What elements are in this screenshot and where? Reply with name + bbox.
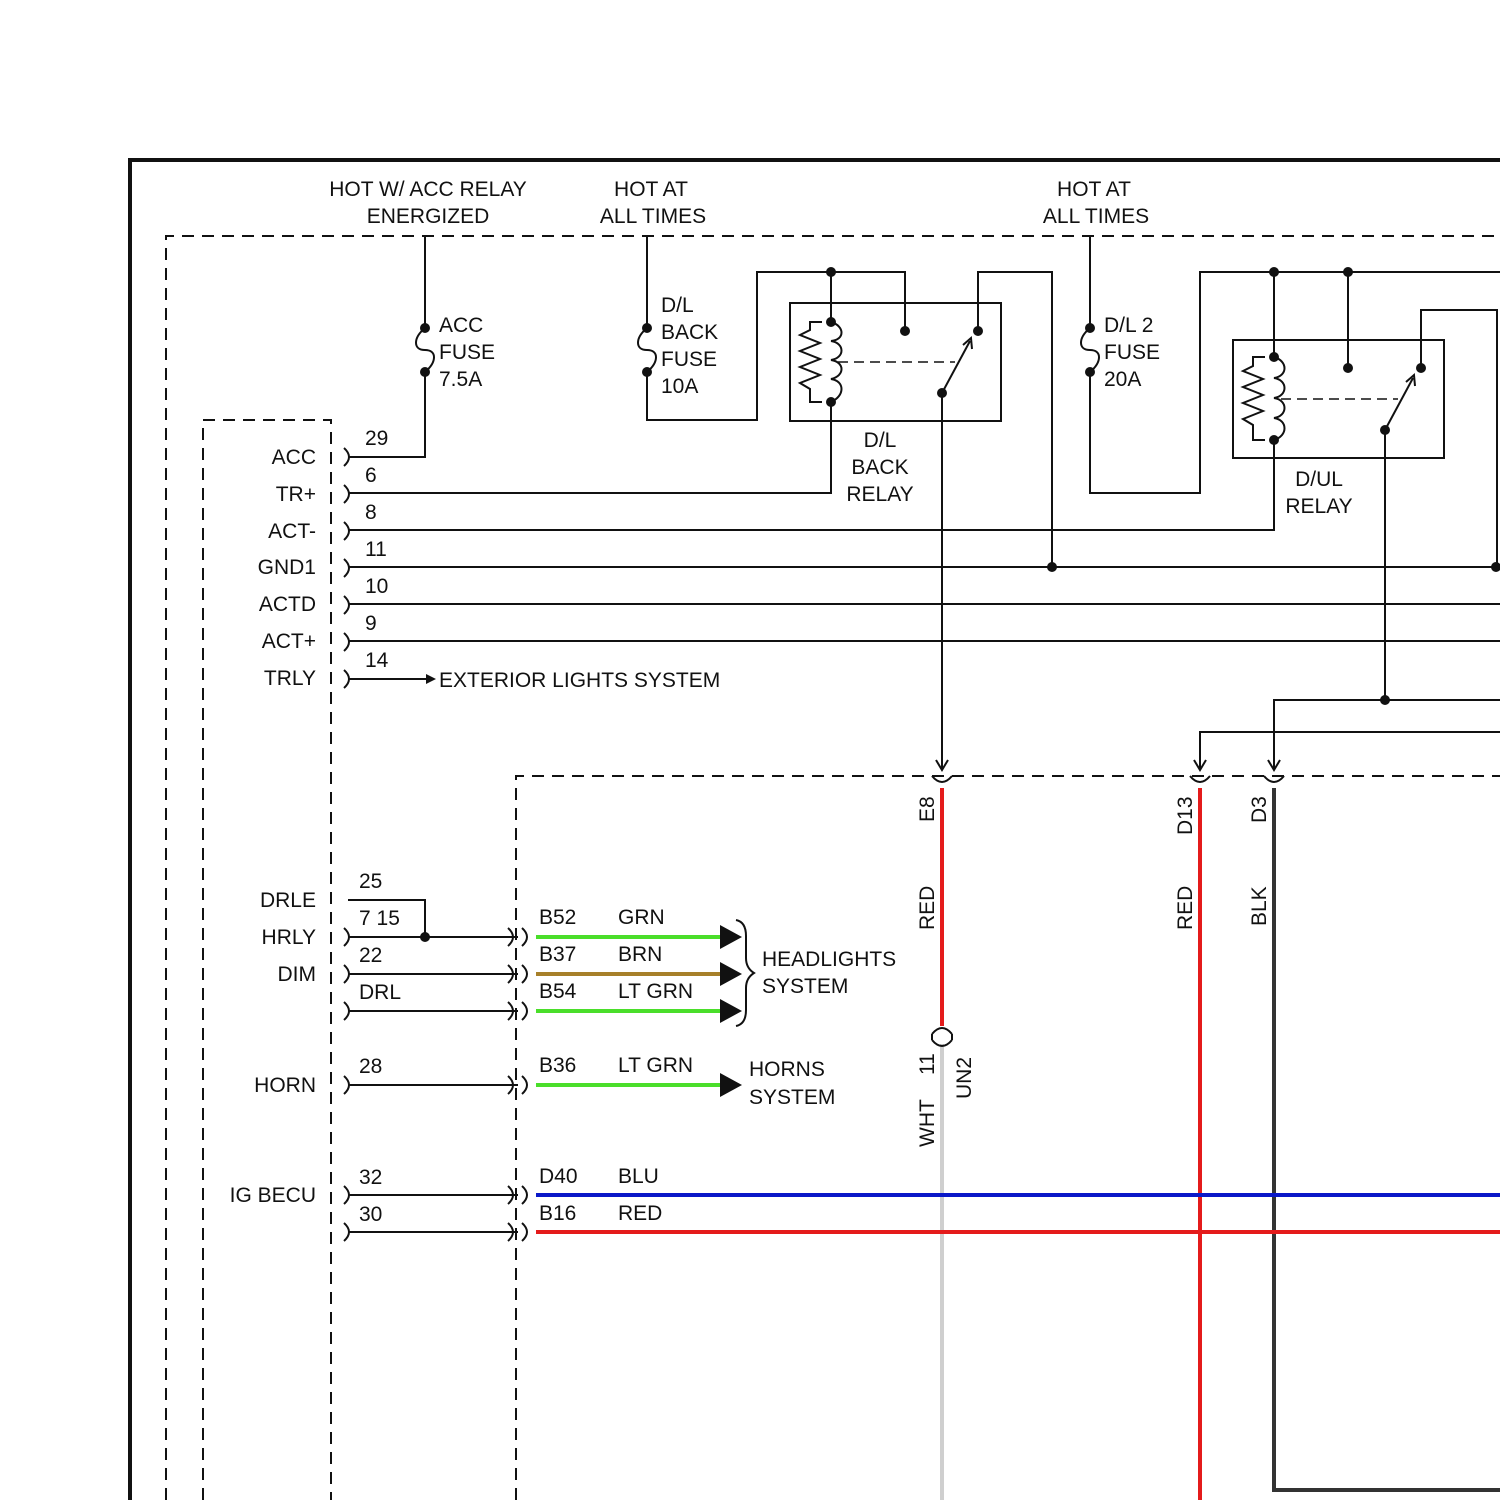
- dul-relay-label-2: RELAY: [1285, 495, 1352, 518]
- vertical-color-d3: BLK: [1248, 886, 1271, 926]
- headlight-color-3: LT GRN: [618, 980, 693, 1003]
- dl-back-fuse-label-2: BACK: [661, 321, 718, 344]
- wire-d3-blk: [1274, 788, 1500, 1490]
- pin-number-horn: 28: [359, 1055, 382, 1078]
- pin-name-act-plus: ACT+: [262, 630, 316, 653]
- exterior-lights-label: EXTERIOR LIGHTS SYSTEM: [439, 669, 720, 692]
- dl-back-relay-resistor: [800, 322, 822, 402]
- pin-number-ig-becu: 32: [359, 1166, 382, 1189]
- dl2-fuse-label-3: 20A: [1104, 368, 1141, 391]
- horn-arrow: [720, 1073, 742, 1097]
- supply-acc-line1: HOT W/ ACC RELAY: [329, 178, 527, 201]
- pin-number-acc: 29: [365, 427, 388, 450]
- pin-number-dim: 22: [359, 944, 382, 967]
- headlight-color-1: GRN: [618, 906, 665, 929]
- acc-fuse-label-2: FUSE: [439, 341, 495, 364]
- headlight-connector-1: B52: [539, 906, 576, 929]
- headlight-connector-2: B37: [539, 943, 576, 966]
- dul-relay-resistor: [1243, 357, 1265, 440]
- dl2-fuse-symbol: [1081, 328, 1099, 372]
- dl-back-relay-label-1: D/L: [864, 429, 897, 452]
- pin-name-hrly: HRLY: [262, 926, 316, 949]
- horns-label-2: SYSTEM: [749, 1086, 835, 1109]
- acc-fuse-label-3: 7.5A: [439, 368, 482, 391]
- module-pin-list: ACC 29 TR+ 6 ACT- 8 GND1 11 ACTD 10 ACT+…: [258, 427, 389, 690]
- supply-hot1-line2: ALL TIMES: [600, 205, 706, 228]
- ig-color-2: RED: [618, 1202, 662, 1225]
- module-boundary-bcm: [203, 420, 331, 1500]
- pin-name-actd: ACTD: [259, 593, 316, 616]
- module-boundary-ipdm: [516, 776, 1500, 1500]
- pin-name-act-minus: ACT-: [268, 520, 316, 543]
- un2-pin: 11: [916, 1053, 939, 1075]
- pin-number-ig-becu-2: 30: [359, 1203, 382, 1226]
- dl2-fuse-label-1: D/L 2: [1104, 314, 1153, 337]
- headlight-color-2: BRN: [618, 943, 662, 966]
- dl-back-relay-label-2: BACK: [851, 456, 908, 479]
- ig-connector-1: D40: [539, 1165, 578, 1188]
- pin-number-act-minus: 8: [365, 501, 377, 524]
- supply-hot2-line1: HOT AT: [1057, 178, 1131, 201]
- pin-name-trly: TRLY: [264, 667, 316, 690]
- pin-name-gnd1: GND1: [258, 556, 316, 579]
- ig-connector-2: B16: [539, 1202, 576, 1225]
- dl-back-fuse-label-1: D/L: [661, 294, 694, 317]
- pin-number-drle: 25: [359, 870, 382, 893]
- dl2-fuse-label-2: FUSE: [1104, 341, 1160, 364]
- vertical-connector-symbols: [932, 776, 1284, 1046]
- pin-name-drle: DRLE: [260, 889, 316, 912]
- headlights-label-1: HEADLIGHTS: [762, 948, 896, 971]
- pin-number-trly: 14: [365, 649, 389, 672]
- dl-back-relay-label-3: RELAY: [846, 483, 913, 506]
- pin-number-tr: 6: [365, 464, 377, 487]
- pin-number-drl: DRL: [359, 981, 401, 1004]
- pin-name-tr: TR+: [276, 483, 316, 506]
- pin-name-horn: HORN: [254, 1074, 316, 1097]
- dul-relay-contact: [1385, 378, 1413, 430]
- horns-label-1: HORNS: [749, 1058, 825, 1081]
- dl-back-relay-contact: [942, 341, 970, 393]
- dl-back-fuse-symbol: [638, 328, 656, 372]
- dl-back-relay-out-wire: [978, 272, 1052, 567]
- supply-hot1-line1: HOT AT: [614, 178, 688, 201]
- vertical-connector-d3: D3: [1248, 796, 1271, 823]
- ig-color-1: BLU: [618, 1165, 659, 1188]
- pin-name-acc: ACC: [272, 446, 316, 469]
- supply-hot2-line2: ALL TIMES: [1043, 205, 1149, 228]
- dl-back-relay-coil-wire: [348, 272, 831, 493]
- un2-color: WHT: [916, 1099, 939, 1147]
- acc-fuse-symbol: [416, 328, 434, 372]
- vertical-color-d13: RED: [1174, 886, 1197, 930]
- dl-back-fuse-label-4: 10A: [661, 375, 698, 398]
- pin-number-actd: 10: [365, 575, 388, 598]
- dl-back-fuse-label-3: FUSE: [661, 348, 717, 371]
- horn-connector: B36: [539, 1054, 576, 1077]
- vertical-color-e8: RED: [916, 886, 939, 930]
- dl2-feed-wire: [1090, 236, 1500, 493]
- vertical-connector-e8: E8: [916, 796, 939, 822]
- pin-number-gnd1: 11: [365, 538, 387, 561]
- upper-connector-brackets: [344, 448, 349, 688]
- acc-fuse-label-1: ACC: [439, 314, 483, 337]
- un2-connector: UN2: [953, 1057, 976, 1099]
- supply-acc-line2: ENERGIZED: [367, 205, 490, 228]
- pin-name-ig-becu: IG BECU: [230, 1184, 316, 1207]
- pin-name-dim: DIM: [278, 963, 317, 986]
- dul-relay-label-1: D/UL: [1295, 468, 1343, 491]
- horn-color: LT GRN: [618, 1054, 693, 1077]
- headlight-arrows: [720, 925, 742, 1023]
- vertical-connector-d13: D13: [1174, 796, 1197, 835]
- module-boundary-outer: [166, 236, 1500, 1500]
- headlights-label-2: SYSTEM: [762, 975, 848, 998]
- acc-feed-wire: [348, 236, 425, 457]
- pin-number-hrly: 7 15: [359, 907, 400, 930]
- headlight-connector-3: B54: [539, 980, 577, 1003]
- pin-number-act-plus: 9: [365, 612, 377, 635]
